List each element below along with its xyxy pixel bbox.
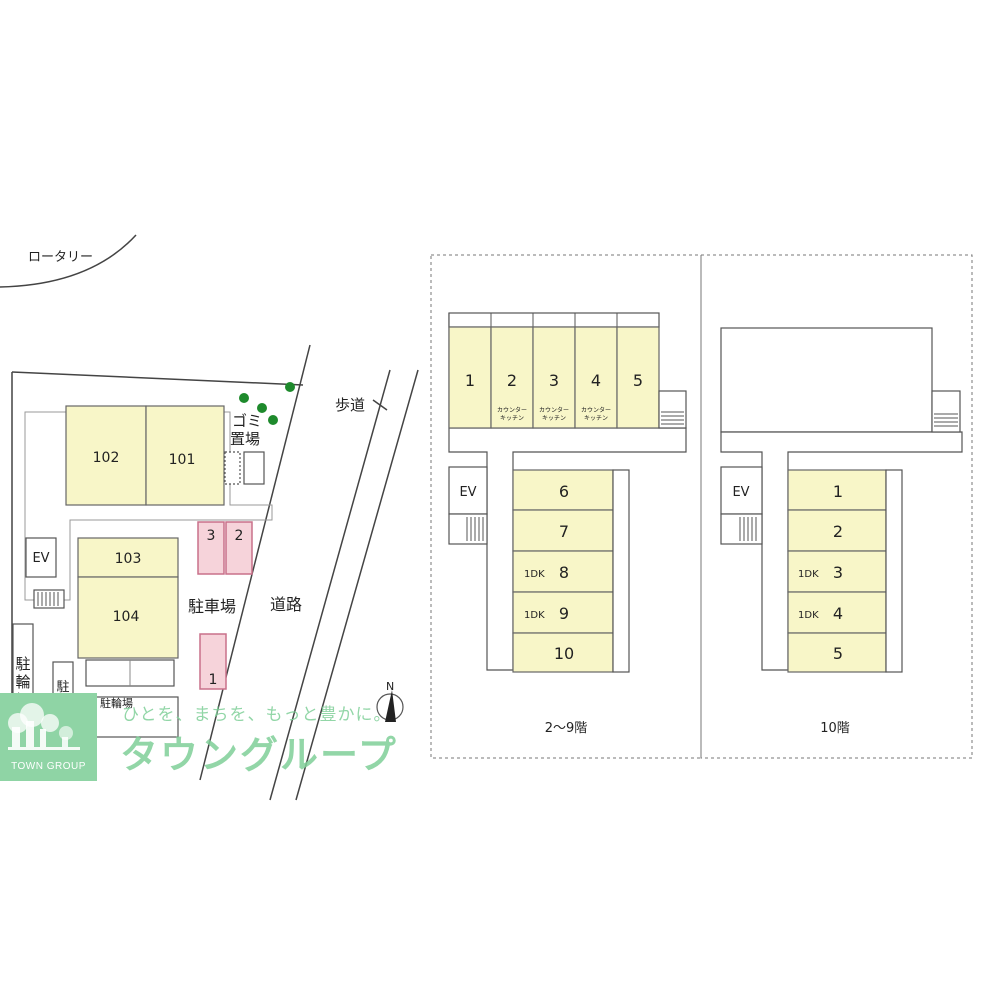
kitchen-note-3a: カウンター xyxy=(539,406,569,414)
road-line-2 xyxy=(295,369,419,801)
garbage-box xyxy=(243,451,265,485)
parking-space-3 xyxy=(197,521,225,575)
floor-10-stair-icon xyxy=(931,390,961,433)
parking-space-1-label: 1 xyxy=(209,672,218,688)
logo-text: TOWN GROUP xyxy=(11,761,86,772)
floor-2-9-unit-5-label: 5 xyxy=(633,371,643,390)
floor-2-9-unit-8-label: 8 xyxy=(559,563,569,582)
floor-10-unit-4-label: 4 xyxy=(833,604,843,623)
tree-icon xyxy=(257,403,267,413)
tree-icon xyxy=(268,415,278,425)
floor-10-unit-5 xyxy=(787,632,887,673)
room-101-label: 101 xyxy=(169,452,196,468)
floor-10-plan: EV 1 2 3 4 5 1DK 1DK 10階 xyxy=(700,254,973,759)
floor-2-9-plan: 1 2 3 4 5 カウンター キッチン カウンター キッチン カウンター キッ… xyxy=(430,254,702,759)
bike-small-label-1: 駐 xyxy=(56,680,69,695)
floor-2-9-unit-2-label: 2 xyxy=(507,371,517,390)
floor-10-unit-4-type: 1DK xyxy=(798,610,819,621)
sidewalk-label: 歩道 xyxy=(335,396,365,414)
floor-2-9-ev-box xyxy=(448,466,488,515)
parking-space-2 xyxy=(225,521,253,575)
site-boundary-road-edge xyxy=(199,344,311,781)
north-label: N xyxy=(386,680,394,693)
floor-2-9-unit-9-type: 1DK xyxy=(524,610,545,621)
floor-10-unit-1-label: 1 xyxy=(833,482,843,501)
north-arrow-icon: N xyxy=(376,680,404,722)
floor-2-9-unit-10 xyxy=(512,632,614,673)
road-label: 道路 xyxy=(270,595,302,614)
floor-2-9-ev-label: EV xyxy=(459,485,476,500)
floor-2-9-unit-6-label: 6 xyxy=(559,482,569,501)
parking-label: 駐車場 xyxy=(188,597,236,616)
garbage-label-2: 置場 xyxy=(230,430,260,448)
kitchen-note-3b: キッチン xyxy=(542,415,566,422)
room-103-label: 103 xyxy=(115,551,142,567)
floor-2-9-unit-7-label: 7 xyxy=(559,522,569,541)
floor-10-caption: 10階 xyxy=(820,721,850,736)
floor-2-9-frame xyxy=(430,254,702,759)
room-104-label: 104 xyxy=(113,609,140,625)
tree-logo-icon xyxy=(8,703,80,750)
room-102 xyxy=(65,405,147,506)
floor-10-unit-2-label: 2 xyxy=(833,522,843,541)
site-ev-label: EV xyxy=(32,551,49,566)
floor-2-9-stair-icon xyxy=(658,390,687,429)
room-104 xyxy=(77,576,179,659)
room-103 xyxy=(77,537,179,578)
bike-label-1: 駐 xyxy=(15,655,30,673)
site-ev-box xyxy=(25,537,57,578)
tree-icon xyxy=(239,393,249,403)
floor-2-9-right-balcony xyxy=(612,469,630,673)
tree-icons xyxy=(239,382,295,425)
parking-space-1 xyxy=(199,633,227,690)
watermark-slogan: ひとを、まちを、もっと豊かに。 xyxy=(122,705,392,725)
site-plan: ロータリー 歩道 道路 ゴミ 置場 102 101 103 xyxy=(0,234,419,801)
floor-2-9-unit-4 xyxy=(574,326,618,429)
road-line-1 xyxy=(269,369,391,801)
floor-10-unit-3-type: 1DK xyxy=(798,569,819,580)
kitchen-note-2b: キッチン xyxy=(500,415,524,422)
kitchen-note-4a: カウンター xyxy=(581,406,611,414)
tree-icon xyxy=(285,382,295,392)
floor-2-9-caption: 2〜9階 xyxy=(545,721,588,736)
floor-10-ev-label: EV xyxy=(732,485,749,500)
rotary-label: ロータリー xyxy=(28,250,93,265)
bike-bottom-label: 駐輪場 xyxy=(100,696,133,710)
bike-label-2: 輪 xyxy=(15,673,30,691)
parking-space-2-label: 2 xyxy=(235,528,244,544)
floor-2-9-unit-9 xyxy=(512,591,614,634)
floor-10-frame xyxy=(700,254,973,759)
floor-2-9-unit-10-label: 10 xyxy=(554,644,574,663)
floor-2-9-unit-8-type: 1DK xyxy=(524,569,545,580)
floor-10-right-balcony xyxy=(885,469,903,673)
garbage-label-1: ゴミ xyxy=(232,412,262,430)
kitchen-note-2a: カウンター xyxy=(497,406,527,414)
floor-2-9-unit-9-label: 9 xyxy=(559,604,569,623)
rotary-curve xyxy=(0,234,137,288)
town-group-logo xyxy=(0,693,97,781)
floor-2-9-unit-1-label: 1 xyxy=(465,371,475,390)
room-101 xyxy=(145,405,225,506)
site-stair-icon xyxy=(33,589,65,609)
floor-2-9-unit-3-label: 3 xyxy=(549,371,559,390)
floor-2-9-unit-3 xyxy=(532,326,576,429)
floor-2-9-unit-4-label: 4 xyxy=(591,371,601,390)
sidewalk-pointer xyxy=(372,399,388,411)
floor-10-roof-block xyxy=(720,327,933,433)
floor-10-unit-5-label: 5 xyxy=(833,644,843,663)
watermark-company-name: タウングループ xyxy=(120,733,398,777)
floor-2-9-unit-2 xyxy=(490,326,534,429)
garbage-stair xyxy=(224,451,241,485)
floor-10-left-stair-icon xyxy=(720,513,763,545)
floor-2-9-unit-1 xyxy=(448,326,492,429)
floor-10-unit-3-label: 3 xyxy=(833,563,843,582)
site-boundary-top xyxy=(11,371,304,386)
kitchen-note-4b: キッチン xyxy=(584,415,608,422)
floor-2-9-balcony xyxy=(448,312,660,328)
parking-space-3-label: 3 xyxy=(207,528,216,544)
room-102-label: 102 xyxy=(93,450,120,466)
floor-2-9-unit-5 xyxy=(616,326,660,429)
floor-2-9-left-stair-icon xyxy=(448,513,488,545)
